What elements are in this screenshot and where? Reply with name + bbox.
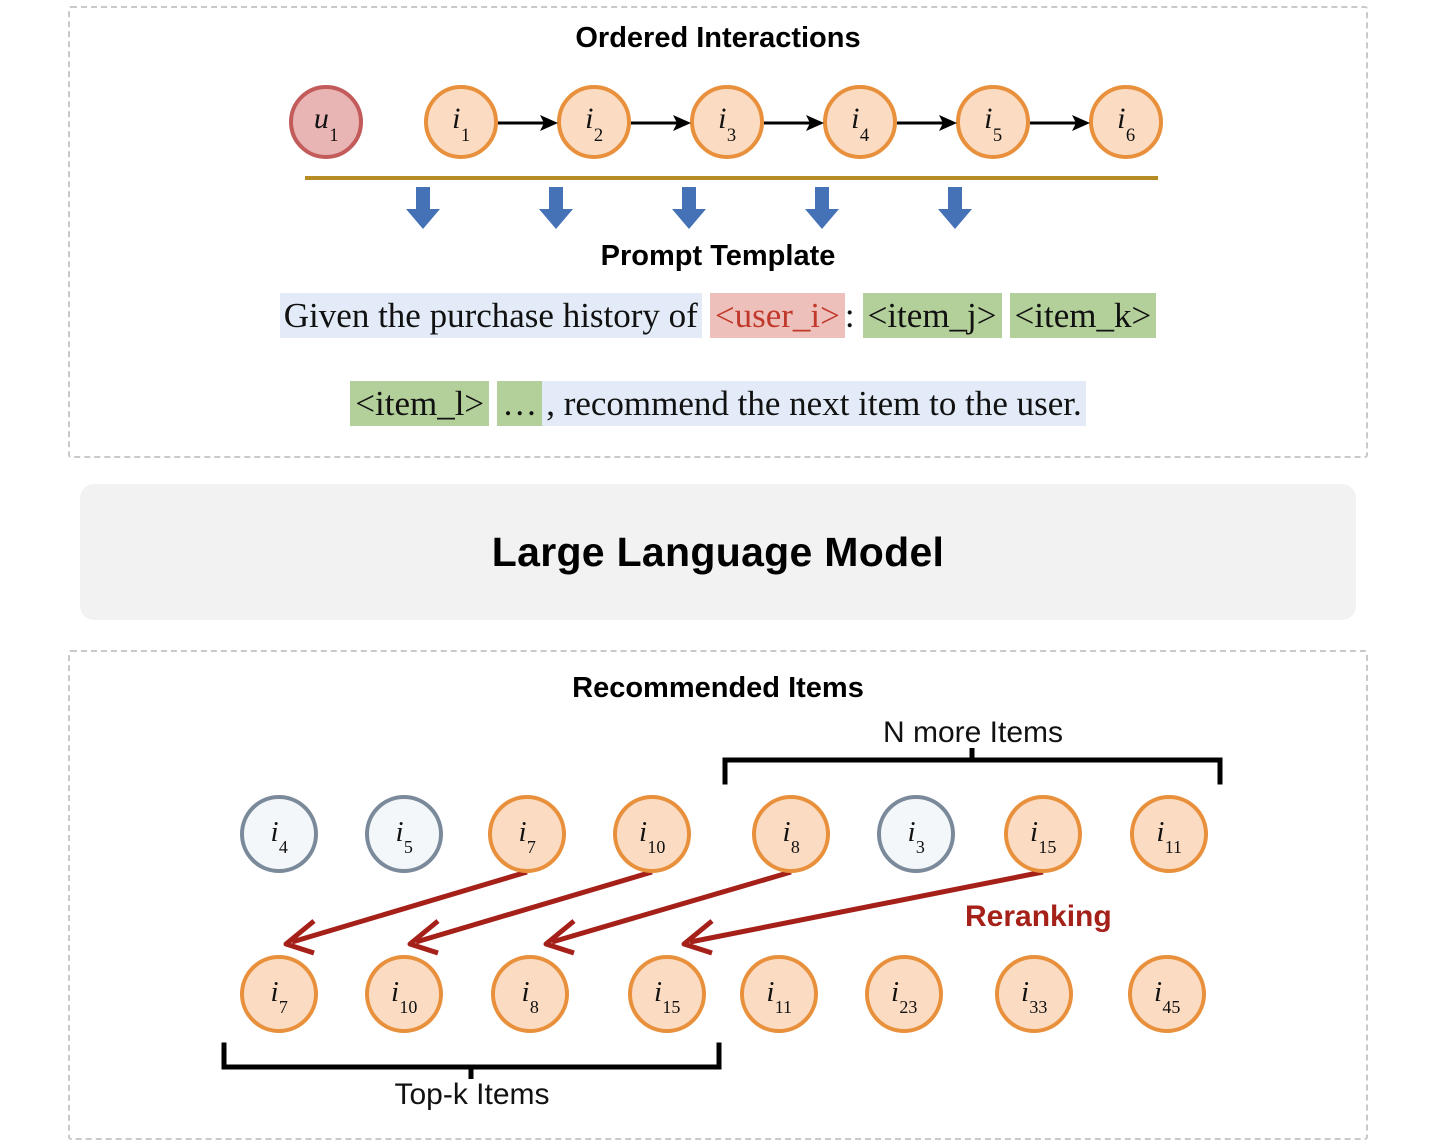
node-label: i8	[521, 975, 539, 1017]
node-label: i45	[1153, 975, 1181, 1017]
sequence-arrow-icon	[764, 115, 824, 131]
user-node-u1: u1	[289, 85, 363, 159]
node-label: i5	[984, 102, 1003, 146]
rec-top-node-i10: i10	[613, 795, 691, 873]
rec-top-node-i3: i3	[877, 795, 955, 873]
node-label: i3	[907, 815, 925, 857]
item-node-i1: i1	[424, 85, 498, 159]
rec-top-node-i4: i4	[240, 795, 318, 873]
rec-top-node-i15: i15	[1004, 795, 1082, 873]
prompt-colon: :	[844, 296, 855, 335]
node-label: i33	[1020, 975, 1048, 1017]
node-label: i23	[890, 975, 918, 1017]
prompt-line-2: <item_l>…, recommend the next item to th…	[0, 381, 1436, 426]
sequence-arrow-icon	[631, 115, 691, 131]
sequence-arrow-icon	[498, 115, 558, 131]
node-label: i6	[1117, 102, 1136, 146]
item-node-i2: i2	[557, 85, 631, 159]
item-node-i6: i6	[1089, 85, 1163, 159]
rec-bottom-node-i11: i11	[740, 955, 818, 1033]
rec-bottom-node-i10: i10	[365, 955, 443, 1033]
node-label: i15	[653, 975, 681, 1017]
item-node-i4: i4	[823, 85, 897, 159]
bracket-label-top-k-items: Top-k Items	[394, 1078, 550, 1111]
sequence-arrow-icon	[1030, 115, 1090, 131]
ordered-interactions-title: Ordered Interactions	[575, 22, 861, 54]
item-tag-j: <item_j>	[862, 293, 1002, 338]
sequence-arrow-icon	[897, 115, 957, 131]
down-arrow-icon	[539, 187, 573, 229]
node-label: i8	[782, 815, 800, 857]
node-label: i5	[395, 815, 413, 857]
prompt-ellipsis: …	[497, 381, 543, 426]
item-node-i5: i5	[956, 85, 1030, 159]
large-language-model-box: Large Language Model	[80, 484, 1356, 620]
rec-top-node-i5: i5	[365, 795, 443, 873]
down-arrow-icon	[406, 187, 440, 229]
node-label: i7	[270, 975, 288, 1017]
node-label: i2	[585, 102, 604, 146]
node-label: u1	[313, 102, 339, 146]
rec-bottom-node-i15: i15	[628, 955, 706, 1033]
rec-top-node-i8: i8	[752, 795, 830, 873]
rec-top-node-i11: i11	[1130, 795, 1208, 873]
down-arrow-icon	[805, 187, 839, 229]
rec-bottom-node-i33: i33	[995, 955, 1073, 1033]
node-label: i4	[851, 102, 870, 146]
rec-top-node-i7: i7	[488, 795, 566, 873]
recommended-items-title: Recommended Items	[572, 672, 864, 704]
prompt-text-a: Given the purchase history of	[279, 293, 702, 338]
node-label: i11	[1156, 815, 1183, 857]
node-label: i15	[1029, 815, 1057, 857]
item-node-i3: i3	[690, 85, 764, 159]
node-label: i10	[638, 815, 666, 857]
prompt-line-1: Given the purchase history of<user_i>:<i…	[0, 293, 1436, 338]
node-label: i11	[766, 975, 793, 1017]
prompt-text-b: , recommend the next item to the user.	[542, 381, 1086, 426]
llm-label: Large Language Model	[491, 528, 945, 575]
down-arrow-icon	[938, 187, 972, 229]
rec-bottom-node-i8: i8	[491, 955, 569, 1033]
node-label: i4	[270, 815, 288, 857]
down-arrow-icon	[672, 187, 706, 229]
rec-bottom-node-i45: i45	[1128, 955, 1206, 1033]
node-label: i7	[518, 815, 536, 857]
prompt-template-title: Prompt Template	[600, 240, 836, 272]
node-label: i10	[390, 975, 418, 1017]
bracket-label-n-more-items: N more Items	[882, 716, 1064, 749]
item-tag-l: <item_l>	[350, 381, 490, 426]
node-label: i1	[452, 102, 471, 146]
user-tag: <user_i>	[709, 293, 845, 338]
item-tag-k: <item_k>	[1009, 293, 1157, 338]
rec-bottom-node-i23: i23	[865, 955, 943, 1033]
node-label: i3	[718, 102, 737, 146]
history-underline	[305, 176, 1158, 180]
reranking-label: Reranking	[965, 900, 1112, 933]
rec-bottom-node-i7: i7	[240, 955, 318, 1033]
